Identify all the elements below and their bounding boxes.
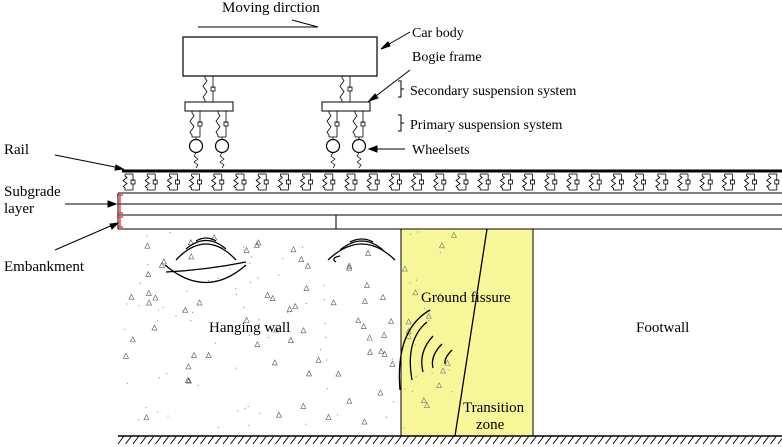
- embankment-label: Embankment: [4, 259, 85, 275]
- ground-fissure-label: Ground fissure: [421, 290, 511, 306]
- transition-zone-label-line1: Transition: [463, 400, 525, 416]
- secondary-suspension-label: Secondary suspension system: [410, 84, 577, 99]
- car-body: [182, 36, 378, 77]
- subgrade-layers: [117, 192, 782, 230]
- car-body-label: Car body: [412, 26, 464, 41]
- subgrade-markers: [117, 194, 123, 228]
- rail-label: Rail: [4, 142, 29, 158]
- moving-direction-label: Moving dirction: [222, 0, 320, 16]
- subgrade-label-line1: Subgrade: [4, 184, 61, 200]
- subgrade-label-line2: layer: [4, 201, 34, 217]
- soil-speckle-texture: [123, 231, 457, 429]
- footwall-label: Footwall: [636, 320, 689, 336]
- bogie-frame-label: Bogie frame: [412, 50, 482, 65]
- bogies: [184, 75, 371, 169]
- ground-hatch: [117, 435, 782, 445]
- pointer-arrows: [54, 31, 411, 251]
- suspension-brackets: [398, 80, 404, 132]
- vibration-waves: [164, 237, 453, 391]
- moving-direction-arrow: [198, 19, 319, 28]
- hanging-wall-label: Hanging wall: [209, 320, 290, 336]
- wheelsets-label: Wheelsets: [412, 143, 470, 158]
- primary-suspension-label: Primary suspension system: [410, 118, 563, 133]
- rail-pads: [122, 173, 780, 191]
- transition-zone: [400, 228, 534, 437]
- ground-fissure-line: [454, 228, 488, 437]
- transition-zone-label-line2: zone: [476, 417, 505, 433]
